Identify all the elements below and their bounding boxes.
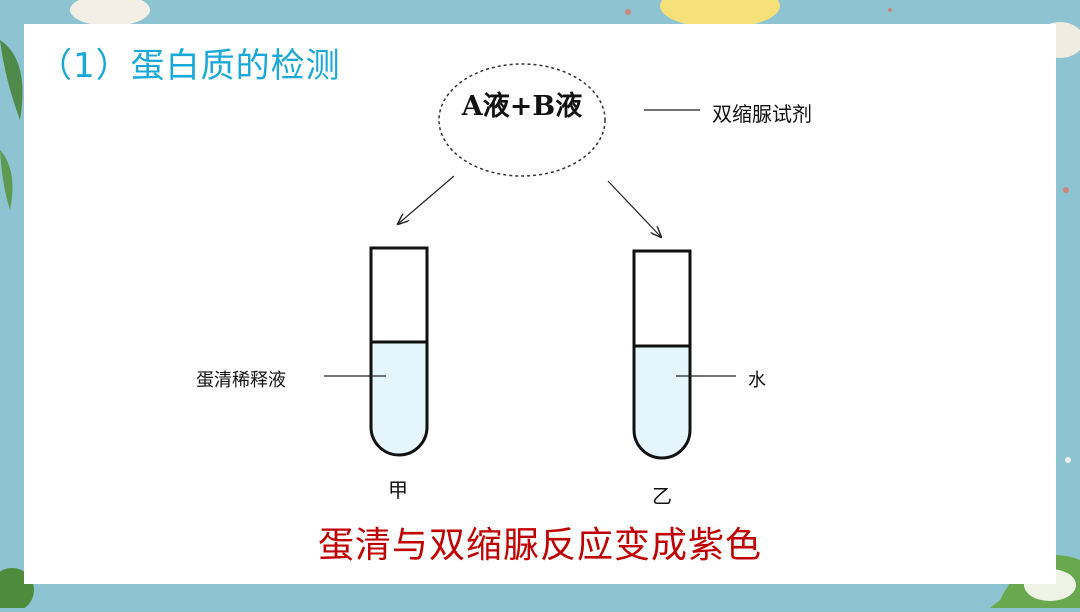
salt-grain-icon — [1065, 457, 1071, 463]
test-tube-jia — [369, 246, 429, 457]
tube-jia-label: 甲 — [388, 478, 408, 502]
reagent-name: 双缩脲试剂 — [712, 102, 812, 126]
reagent-ellipse — [438, 63, 606, 177]
salt-grain-icon — [888, 8, 892, 12]
garlic-icon — [70, 0, 150, 26]
leaf-icon — [0, 150, 13, 210]
slide-canvas — [24, 24, 1056, 584]
tube-yi-liquid — [634, 346, 690, 458]
arrow-to-tube-jia — [398, 175, 455, 224]
conclusion-text: 蛋清与双缩脲反应变成紫色 — [317, 525, 762, 566]
slide-title: （1）蛋白质的检测 — [38, 46, 341, 86]
leaf-icon — [0, 40, 23, 120]
tube-yi-label: 乙 — [652, 484, 672, 508]
salt-grain-icon — [1063, 187, 1069, 193]
reagent-formula: A液+B液 — [461, 91, 583, 122]
test-tube-yi — [632, 249, 692, 460]
tube-yi-content-label: 水 — [748, 370, 766, 391]
tube-jia-content-label: 蛋清稀释液 — [196, 370, 286, 391]
tube-yi-outline — [632, 249, 692, 460]
arrow-to-tube-yi — [607, 180, 661, 237]
tube-jia-liquid — [371, 342, 427, 455]
lemon-icon — [660, 0, 780, 28]
tube-jia-outline — [369, 246, 429, 457]
salt-grain-icon — [625, 9, 631, 15]
